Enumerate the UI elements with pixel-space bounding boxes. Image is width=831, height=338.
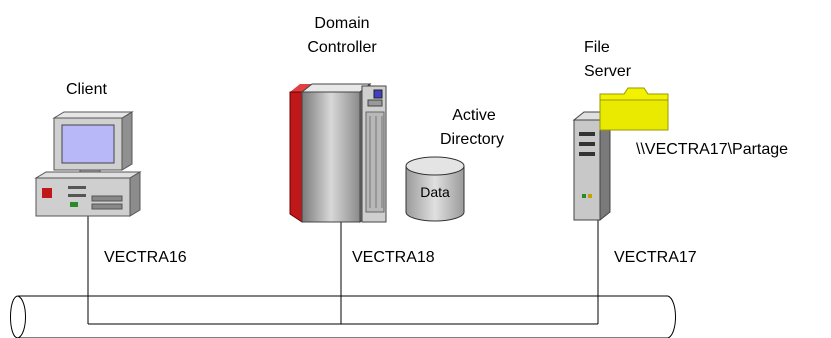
file-server-icon	[572, 110, 612, 222]
network-bus	[10, 295, 676, 338]
shared-folder-icon	[599, 87, 669, 131]
active-directory-database-icon	[405, 156, 465, 222]
fs-title-line2: Server	[584, 63, 632, 80]
ad-data-label: Data	[420, 184, 450, 200]
dc-hostname: VECTRA18	[352, 249, 435, 266]
share-path-label: \\VECTRA17\Partage	[636, 141, 789, 158]
domain-controller-server-icon	[289, 82, 387, 224]
dc-title-line1: Domain	[314, 15, 370, 32]
fs-hostname: VECTRA17	[614, 249, 697, 266]
ad-title-line1: Active	[452, 107, 496, 124]
client-title: Client	[66, 81, 107, 98]
client-hostname: VECTRA16	[104, 249, 187, 266]
fs-title-line1: File	[584, 39, 610, 56]
ad-title-line2: Directory	[439, 131, 504, 148]
dc-title-line2: Controller	[307, 39, 377, 56]
client-computer-icon	[34, 111, 142, 217]
